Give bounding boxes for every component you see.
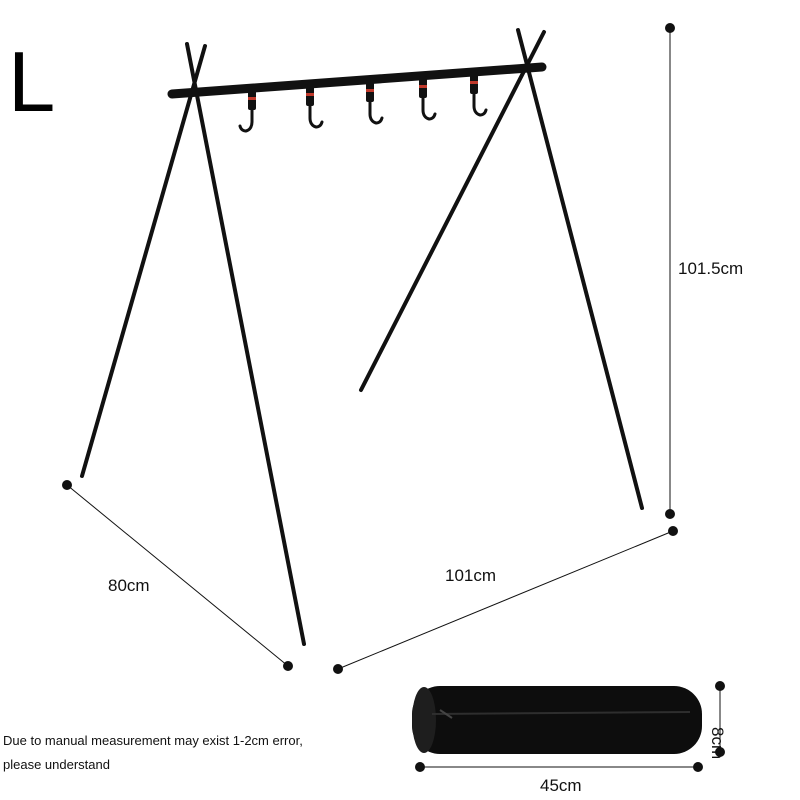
back-right-leg bbox=[516, 28, 644, 510]
hooks bbox=[238, 72, 488, 133]
hook bbox=[306, 84, 324, 129]
dimension-lines bbox=[62, 23, 725, 772]
hook bbox=[470, 72, 488, 117]
storage-bag bbox=[412, 686, 702, 754]
depth-dimension-line bbox=[66, 484, 289, 667]
depth-dimension-label: 80cm bbox=[108, 576, 150, 595]
bag-length-label: 45cm bbox=[540, 776, 582, 795]
rack-frame bbox=[80, 28, 644, 646]
hook bbox=[366, 80, 384, 125]
size-label: L bbox=[8, 35, 56, 130]
height-dimension-label: 101.5cm bbox=[678, 259, 744, 278]
hook bbox=[419, 76, 437, 121]
back-left-leg bbox=[185, 42, 306, 646]
measurement-note-line1: Due to manual measurement may exist 1-2c… bbox=[3, 733, 303, 748]
measurement-note-line2: please understand bbox=[3, 757, 110, 772]
hanging-crossbar bbox=[167, 62, 547, 99]
front-right-leg bbox=[359, 30, 546, 392]
hook bbox=[238, 88, 256, 133]
width-dimension-label: 101cm bbox=[445, 566, 497, 585]
width-dimension-line bbox=[337, 530, 674, 670]
bag-diameter-label: 8cm bbox=[708, 727, 727, 760]
front-left-leg bbox=[80, 44, 207, 478]
zipper-pull-icon bbox=[439, 709, 453, 719]
